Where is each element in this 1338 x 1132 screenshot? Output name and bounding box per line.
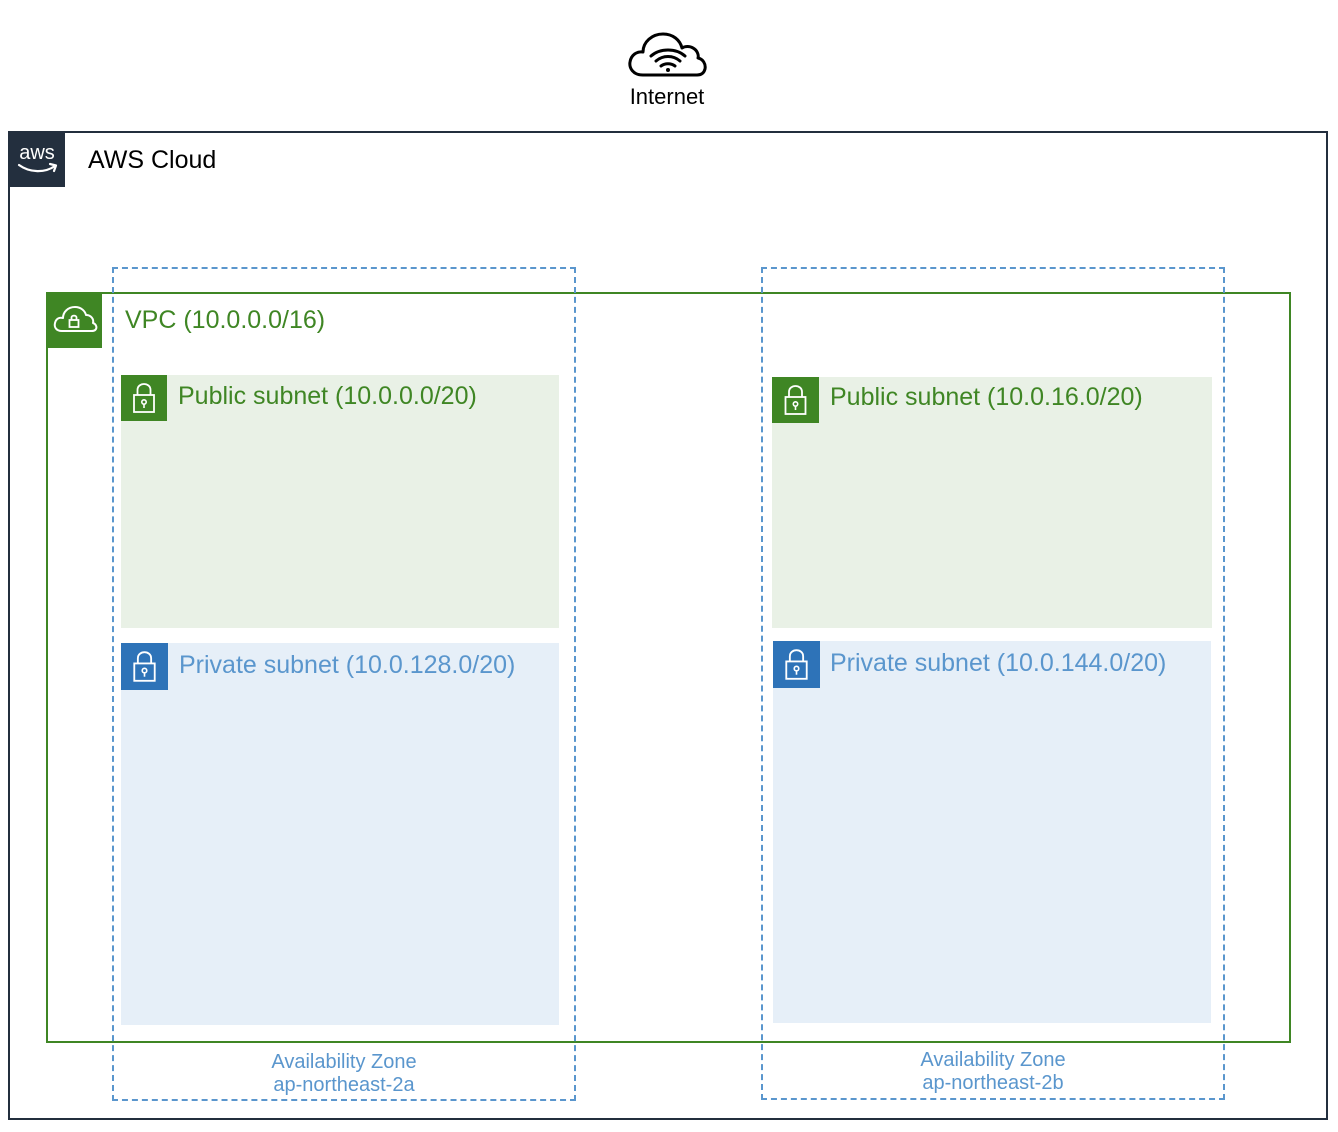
public-subnet-lock-icon <box>772 377 819 423</box>
aws-cloud-label: AWS Cloud <box>88 146 217 174</box>
availability-zone-title: Availability Zone <box>920 1049 1066 1071</box>
public-subnet-lock-icon <box>121 375 167 421</box>
availability-zone-a-label: Availability Zone ap-northeast-2a <box>194 1051 494 1097</box>
private-subnet-b <box>773 641 1211 1023</box>
public-subnet-b-label: Public subnet (10.0.16.0/20) <box>830 383 1143 411</box>
internet-cloud-icon <box>627 28 707 82</box>
aws-cloud-group <box>8 131 1328 1120</box>
public-subnet-a-label: Public subnet (10.0.0.0/20) <box>178 382 477 410</box>
availability-zone-name: ap-northeast-2a <box>273 1074 415 1096</box>
private-subnet-a-label: Private subnet (10.0.128.0/20) <box>179 651 516 679</box>
availability-zone-b-label: Availability Zone ap-northeast-2b <box>843 1049 1143 1095</box>
availability-zone-title: Availability Zone <box>271 1051 417 1073</box>
availability-zone-name: ap-northeast-2b <box>922 1072 1064 1094</box>
availability-zone-b <box>761 267 1225 1100</box>
aws-logo-text: aws <box>19 142 55 164</box>
vpc-label: VPC (10.0.0.0/16) <box>125 306 326 334</box>
private-subnet-a <box>121 643 559 1025</box>
private-subnet-lock-icon <box>121 643 168 690</box>
aws-logo-icon: aws <box>10 133 65 187</box>
vpc-cloud-lock-icon <box>47 293 102 348</box>
internet-label: Internet <box>629 84 705 109</box>
availability-zone-a <box>112 267 576 1101</box>
private-subnet-lock-icon <box>773 641 820 688</box>
public-subnet-a <box>121 375 559 628</box>
vpc-group <box>46 292 1291 1043</box>
private-subnet-b-label: Private subnet (10.0.144.0/20) <box>830 649 1167 677</box>
public-subnet-b <box>772 377 1212 628</box>
